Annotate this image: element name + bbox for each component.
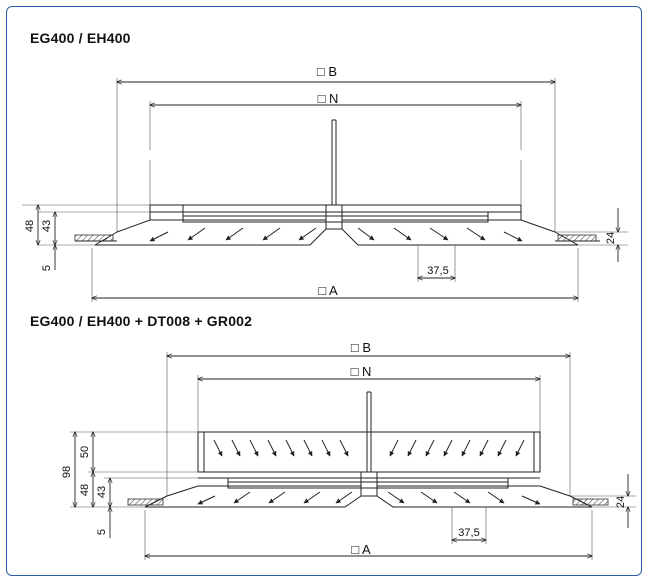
bottom-dim-n-label: □ N	[351, 364, 372, 379]
bottom-dim-50-label: 50	[79, 446, 91, 458]
title-top: EG400 / EH400	[30, 30, 131, 46]
bottom-dim-98-label: 98	[61, 466, 73, 478]
title-bottom: EG400 / EH400 + DT008 + GR002	[30, 313, 253, 329]
top-dim-a-label: □ A	[318, 283, 338, 298]
top-drawing: □ B □ N	[22, 64, 628, 302]
top-dim-43-label: 43	[41, 220, 53, 232]
bottom-dim-b-label: □ B	[351, 340, 371, 355]
bottom-drawing: □ B □ N	[61, 340, 636, 560]
bottom-dim-5-label: 5	[96, 529, 108, 535]
bottom-dim-pitch-label: 37,5	[458, 527, 479, 539]
top-dim-pitch-label: 37,5	[427, 265, 448, 277]
top-dim-5-label: 5	[41, 265, 53, 271]
bottom-dim-43-label: 43	[96, 486, 108, 498]
top-dim-b-label: □ B	[317, 64, 337, 79]
bottom-dim-24-label: 24	[615, 496, 627, 508]
bottom-dim-a-label: □ A	[351, 542, 371, 557]
top-dim-24-label: 24	[605, 232, 617, 244]
bottom-dim-48-label: 48	[79, 484, 91, 496]
top-dim-n-label: □ N	[318, 91, 339, 106]
top-dim-48-label: 48	[24, 220, 36, 232]
